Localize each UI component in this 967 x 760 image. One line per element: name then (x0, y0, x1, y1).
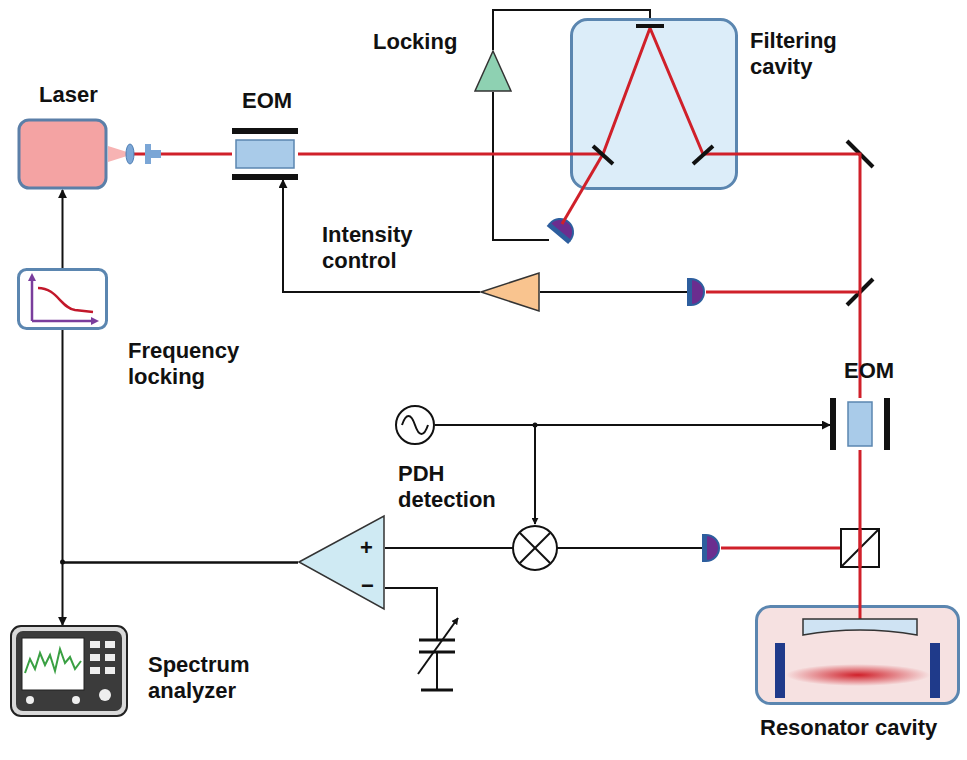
node-label: Filtering cavity (750, 28, 870, 81)
mixer-cross (520, 533, 550, 563)
node-label: Laser (39, 82, 98, 108)
variable-capacitor (419, 639, 455, 642)
node-label: EOM (242, 88, 292, 114)
node-label: Spectrum analyzer (148, 652, 278, 705)
eom-modulator: EOM (830, 398, 890, 450)
photodiode (547, 213, 579, 244)
node-label: Frequency locking (128, 338, 263, 391)
mixer-cross (520, 533, 550, 563)
resonator-cavity-shape (755, 605, 960, 705)
signal-wire (534, 425, 536, 524)
laser-beam (298, 153, 570, 156)
locking-amplifier: Locking (474, 50, 512, 92)
differential-amplifier: +− (298, 515, 385, 610)
mixer (513, 526, 557, 570)
signal-wire (385, 547, 513, 549)
laser-beam (706, 291, 858, 294)
node-label: Locking (373, 29, 457, 55)
node-label: + (360, 535, 373, 561)
signal-wire (557, 547, 702, 549)
lock-wire (493, 92, 549, 240)
intensity-amplifier: Intensity control (480, 272, 540, 312)
photodiode (687, 278, 704, 306)
filtering-cavity: Filtering cavity (570, 18, 738, 190)
node-label: Resonator cavity (760, 715, 937, 741)
oscillator-shape (395, 405, 435, 445)
laser-box-shape (17, 118, 108, 190)
intensity-amplifier-shape (480, 272, 540, 312)
node-label: PDH detection (398, 461, 513, 514)
signal-wire (63, 330, 299, 563)
signal-wire (435, 424, 830, 426)
signal-wire (436, 652, 438, 690)
node-label: Intensity control (322, 222, 442, 275)
signal-wire (283, 180, 480, 292)
frequency-locking-box-shape (17, 268, 108, 330)
signal-wire (62, 190, 64, 268)
ground-symbol (421, 689, 453, 692)
signal-wire (63, 563, 299, 626)
node-label: EOM (844, 358, 894, 384)
resonator-cavity: Resonator cavity (755, 605, 960, 705)
eom-modulator-shape (232, 128, 298, 180)
laser-beam (738, 154, 860, 398)
oscillator: PDH detection (395, 405, 435, 445)
spectrum-analyzer-shape (10, 625, 128, 717)
node-label: − (361, 573, 374, 599)
signal-wire (385, 588, 437, 640)
eom-modulator: EOM (232, 128, 298, 180)
spectrum-analyzer: Spectrum analyzer (10, 625, 128, 717)
filtering-cavity-shape (570, 18, 738, 190)
locking-amplifier-shape (474, 50, 512, 92)
photodiode (702, 534, 719, 562)
laser-box: Laser (17, 118, 108, 190)
frequency-locking-box: Frequency locking (17, 268, 108, 330)
eom-modulator-shape (830, 398, 890, 450)
laser-beam (721, 547, 841, 550)
signal-wire (540, 291, 687, 293)
laser-beam (859, 450, 862, 605)
